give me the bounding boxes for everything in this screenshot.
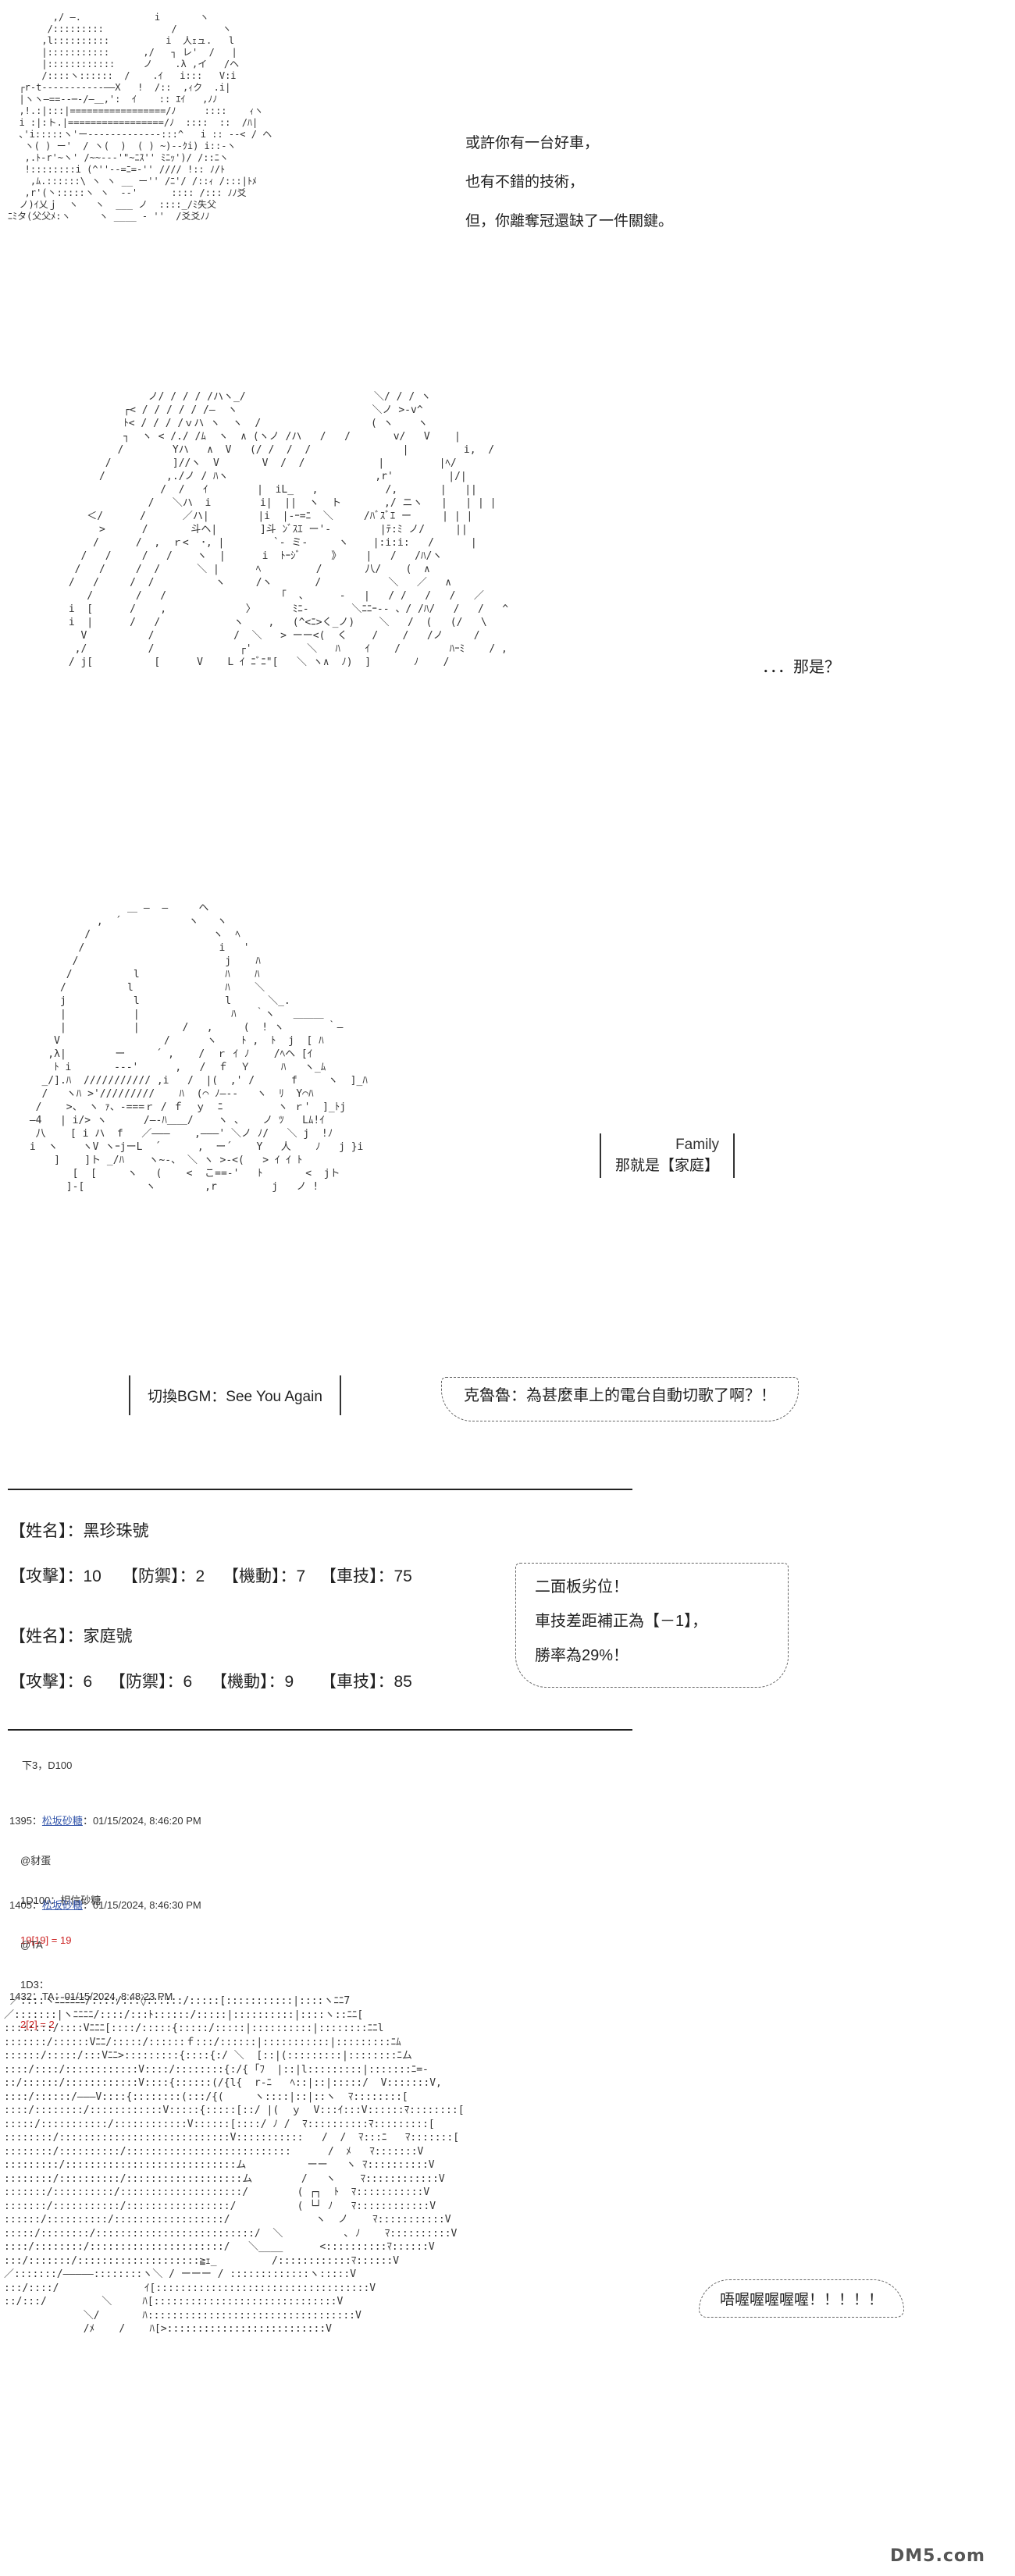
- post-id: 1432：: [9, 1991, 42, 2002]
- odds-line: 勝率為29%！: [535, 1647, 629, 1664]
- car1-attack: 【攻擊】：10: [9, 1567, 102, 1585]
- car2-name: 【姓名】：家庭號: [9, 1628, 133, 1646]
- post-user-link[interactable]: 松坂砂糖: [41, 1899, 83, 1911]
- post-line: @豺蛋: [20, 1855, 52, 1866]
- divider-bottom: [8, 1729, 632, 1731]
- post-id: 1395：: [9, 1815, 42, 1827]
- post-time: ：01/15/2024, 8:46:30 PM: [82, 1899, 201, 1911]
- narration-line: 但，你離奪冠還缺了一件關鍵。: [465, 213, 674, 229]
- post-line: 1D3：: [20, 1979, 49, 1991]
- post-user-link[interactable]: 松坂砂糖: [41, 1815, 83, 1827]
- post-meta: 1395：松坂砂糖：01/15/2024, 8:46:20 PM: [9, 1814, 201, 1827]
- ascii-art-confrontation: ノ/ / / / /ハヽ_/ ＼/ / / ヽ ┌< / / / / / /― …: [68, 391, 509, 668]
- narration-what-is-that: ．．．那是？: [762, 659, 840, 676]
- car2-mobility: 【機動】：9: [211, 1673, 294, 1691]
- post-meta: 1432：TA：01/15/2024, 8:48:23 PM: [9, 1990, 173, 2003]
- car1-defense: 【防禦】：2: [122, 1567, 205, 1585]
- car1-skill: 【車技】：75: [320, 1567, 412, 1585]
- family-label: Family: [675, 1137, 720, 1153]
- forum-post: 1432：TA：01/15/2024, 8:48:23 PM: [9, 1963, 173, 2016]
- ascii-art-scream: ／::::ヽﾆﾆﾆﾆﾆﾆ/::::/:::◊::::::/:::::[:::::…: [4, 1995, 465, 2335]
- divider-top: [8, 1489, 632, 1490]
- post-line: @TA: [20, 1939, 43, 1951]
- car2-defense: 【防禦】：6: [109, 1673, 193, 1691]
- ascii-art-car-driver: ,/ ―. i ヽ /::::::::: / ヽ ,l:::::::::: i …: [8, 12, 272, 222]
- car2-attack: 【攻擊】：6: [9, 1673, 93, 1691]
- post-time: ：01/15/2024, 8:46:20 PM: [82, 1815, 201, 1827]
- car1-mobility: 【機動】：7: [223, 1567, 306, 1585]
- odds-line: 二面板劣位！: [535, 1578, 629, 1596]
- post-result: 19[19] = 19: [20, 1934, 72, 1946]
- ascii-art-family: ＿ ― ― ヘ , ´ ヽ ヽ / ヽ ﾍ / i ' / j ﾊ / l ﾊ …: [29, 902, 368, 1193]
- forum-post: 1395：松坂砂糖：01/15/2024, 8:46:20 PM @豺蛋 1D1…: [9, 1788, 201, 1960]
- bgm-caption: 切換BGM：See You Again: [129, 1375, 341, 1415]
- forum-post: 1405：松坂砂糖：01/15/2024, 8:46:30 PM @TA 1D3…: [9, 1872, 201, 2044]
- post-user: TA: [41, 1991, 55, 2002]
- narration-line: 也有不錯的技術，: [465, 174, 585, 190]
- watermark-text: DM5.com: [890, 2546, 985, 2566]
- post-result: 2[2] = 2: [20, 2019, 55, 2030]
- post-line: 1D100：相信砂糖: [20, 1895, 102, 1906]
- speech-bubble-odds: 二面板劣位！ 車技差距補正為【－1】， 勝率為29%！: [515, 1563, 789, 1688]
- speech-bubble-radio: 克魯魯：為甚麼車上的電台自動切歌了啊？！: [441, 1377, 799, 1421]
- family-caption: Family 那就是【家庭】: [600, 1133, 735, 1178]
- car1-name: 【姓名】：黑珍珠號: [9, 1522, 149, 1540]
- watermark-logo: DM5.com: [890, 2546, 985, 2566]
- narration-line: 或許你有一台好車，: [465, 135, 600, 151]
- odds-line: 車技差距補正為【－1】，: [535, 1613, 708, 1630]
- speech-bubble-scream: 唔喔喔喔喔喔！！！！！: [699, 2279, 905, 2318]
- post-id: 1405：: [9, 1899, 42, 1911]
- roll-header: 下3，D100: [22, 1759, 73, 1771]
- narration-block: 或許你有一台好車， 也有不錯的技術， 但，你離奪冠還缺了一件關鍵。: [465, 129, 673, 236]
- family-text: 那就是【家庭】: [615, 1158, 720, 1174]
- post-time: ：01/15/2024, 8:48:23 PM: [54, 1991, 173, 2002]
- car2-skill: 【車技】：85: [320, 1673, 412, 1691]
- post-meta: 1405：松坂砂糖：01/15/2024, 8:46:30 PM: [9, 1898, 201, 1912]
